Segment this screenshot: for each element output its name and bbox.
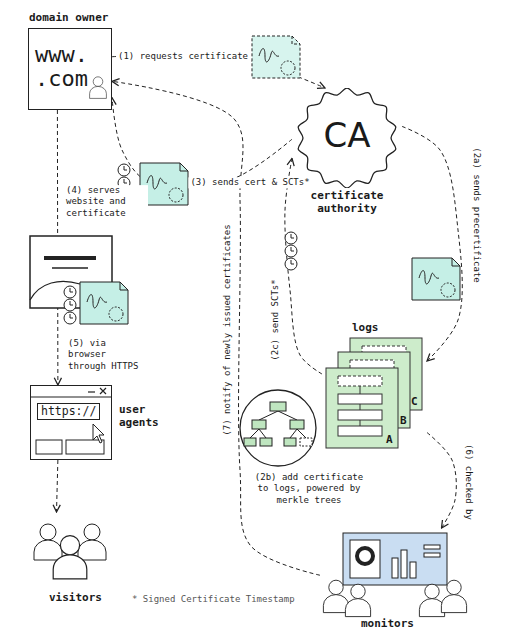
logs-group: logs — [322, 322, 427, 452]
log-pages — [338, 352, 410, 428]
log-pages — [338, 410, 382, 420]
sct-clocks — [285, 258, 297, 270]
merkle-tree-icon — [240, 390, 316, 466]
monitor-dashboard — [441, 580, 466, 612]
step-label: (7) notify of newly issued certificates — [222, 222, 233, 437]
sct-clocks — [285, 232, 297, 244]
visitor-people — [34, 524, 106, 579]
merkle-tree-icon — [260, 438, 272, 446]
node-caption: user agents — [119, 404, 179, 429]
requested-certificate — [292, 36, 300, 44]
node-heading: logs — [352, 322, 379, 335]
browser-window: https://user agents — [30, 385, 112, 460]
log-letter: A — [386, 433, 393, 447]
monitor-dashboard — [343, 533, 447, 585]
node-caption: certificate authority — [292, 190, 402, 215]
monitor-dashboard — [401, 550, 407, 578]
flow-connector — [402, 126, 462, 361]
website-icon — [30, 236, 128, 324]
footnote: * Signed Certificate Timestamp — [130, 594, 297, 605]
merkle-tree-icon — [252, 420, 266, 429]
visitor-people — [78, 524, 106, 560]
requested-certificate — [252, 36, 300, 78]
log-pages — [326, 338, 422, 448]
website-icon — [30, 236, 112, 308]
log-pages — [360, 386, 361, 426]
website-icon — [52, 267, 88, 269]
monitor-dashboard — [345, 584, 370, 616]
certificate-authority-seal: CA certificate authority — [292, 88, 402, 216]
monitors-group: monitors — [320, 528, 455, 633]
log-pages — [326, 368, 398, 448]
monitor-dashboard — [424, 545, 440, 549]
sct-clocks — [285, 245, 297, 257]
log-pages — [350, 360, 394, 370]
merkle-tree-icon — [244, 438, 256, 446]
monitor-dashboard — [323, 580, 348, 612]
monitor-dashboard — [357, 548, 373, 564]
node-caption: visitors — [28, 592, 123, 605]
precertificate-icon — [412, 258, 460, 300]
merkle-tree-icon — [300, 438, 312, 446]
step-label: (3) sends cert & SCTs* — [188, 177, 311, 188]
log-pages — [350, 338, 422, 410]
website-icon — [64, 299, 76, 311]
log-letter: B — [400, 414, 407, 428]
merkle-tree-icon — [270, 402, 286, 411]
step-label: (2a) sends precertificate — [470, 145, 481, 284]
requested-certificate — [252, 36, 300, 78]
step-label: (4) serves website and certificate — [64, 185, 148, 219]
flow-connector — [427, 433, 456, 529]
website-icon — [44, 256, 96, 260]
node-caption: monitors — [320, 618, 455, 631]
website-icon — [80, 282, 128, 324]
issued-certificate — [118, 164, 130, 176]
monitor-dashboard — [424, 553, 440, 557]
monitor-dashboard — [419, 584, 444, 616]
merkle-tree-icon — [240, 390, 316, 466]
step-label: (2c) send SCTs* — [270, 277, 281, 362]
log-pages — [338, 394, 382, 404]
merkle-tree-icon — [250, 411, 306, 438]
monitor-dashboard — [350, 540, 380, 578]
step-label: (6) checked by — [462, 442, 473, 522]
step-caption: (2b) add certificate to logs, powered by… — [248, 472, 370, 506]
domain-owner-box: domain ownerwww. .com — [28, 28, 112, 110]
address-bar: https:// — [37, 403, 100, 420]
flow-connector — [57, 110, 58, 385]
log-pages — [338, 376, 382, 386]
seal-text: CA — [292, 117, 402, 154]
requested-certificate — [281, 61, 295, 75]
website-icon — [30, 281, 80, 300]
requested-certificate — [259, 49, 279, 62]
domain-name: www. .com — [35, 43, 91, 91]
visitor-people — [53, 536, 87, 579]
website-icon — [64, 286, 76, 298]
sct-clocks — [285, 232, 297, 270]
visitors-group: visitors — [28, 512, 123, 607]
monitor-dashboard — [323, 533, 466, 617]
visitor-people — [34, 524, 62, 560]
log-pages — [338, 426, 382, 436]
flow-connector — [112, 98, 292, 188]
log-pages — [350, 376, 394, 386]
step-label: (1) requests certificate — [116, 51, 250, 62]
flow-connector — [57, 460, 58, 512]
log-pages — [362, 346, 406, 356]
merkle-tree-icon — [290, 420, 304, 429]
node-heading: domain owner — [29, 12, 108, 25]
step-caption: (5) via browser through HTTPS — [66, 338, 150, 372]
precertificate-icon — [412, 258, 460, 300]
monitor-dashboard — [410, 562, 416, 578]
merkle-tree-icon — [284, 438, 296, 446]
log-letter: C — [411, 395, 418, 409]
monitor-dashboard — [392, 558, 398, 578]
website-icon — [64, 312, 76, 324]
